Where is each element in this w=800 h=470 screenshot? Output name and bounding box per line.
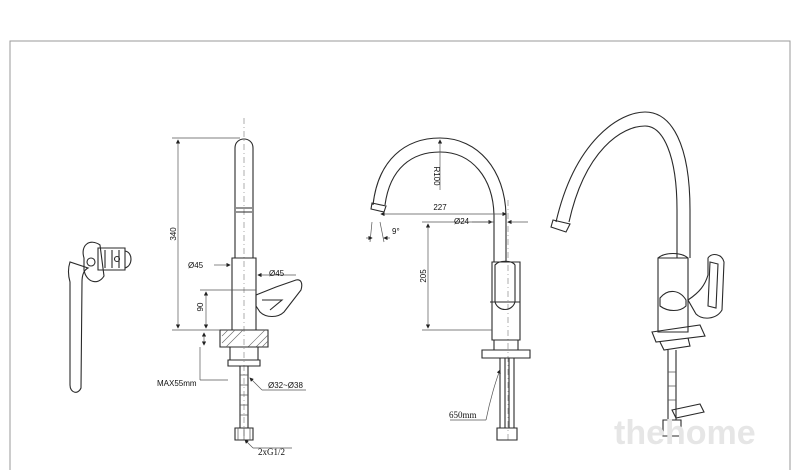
dim-90: 90 — [196, 302, 205, 311]
drawing-frame — [9, 40, 791, 470]
perspective-view — [550, 111, 725, 437]
profile-view: R100 227 Ø24 9° 205 650mm — [366, 137, 531, 441]
dim-650: 650mm — [449, 410, 477, 420]
dim-340: 340 — [169, 227, 178, 241]
dim-dia45-right: Ø45 — [269, 269, 285, 278]
handle-side-view — [67, 241, 132, 393]
dim-205: 205 — [419, 269, 428, 283]
dim-thread: 2xG1/2 — [258, 447, 285, 457]
dim-r100: R100 — [432, 166, 441, 186]
dim-angle-9: 9° — [392, 227, 400, 236]
dim-dia24: Ø24 — [454, 217, 470, 226]
front-view: 340 Ø45 Ø45 90 MAX55mm Ø32~Ø38 2xG1/2 — [157, 118, 306, 457]
dim-dia32-38: Ø32~Ø38 — [268, 381, 303, 390]
dim-227: 227 — [433, 203, 447, 212]
watermark: thehome — [614, 414, 756, 452]
dim-max55: MAX55mm — [157, 379, 197, 388]
dim-dia45-left: Ø45 — [188, 261, 204, 270]
